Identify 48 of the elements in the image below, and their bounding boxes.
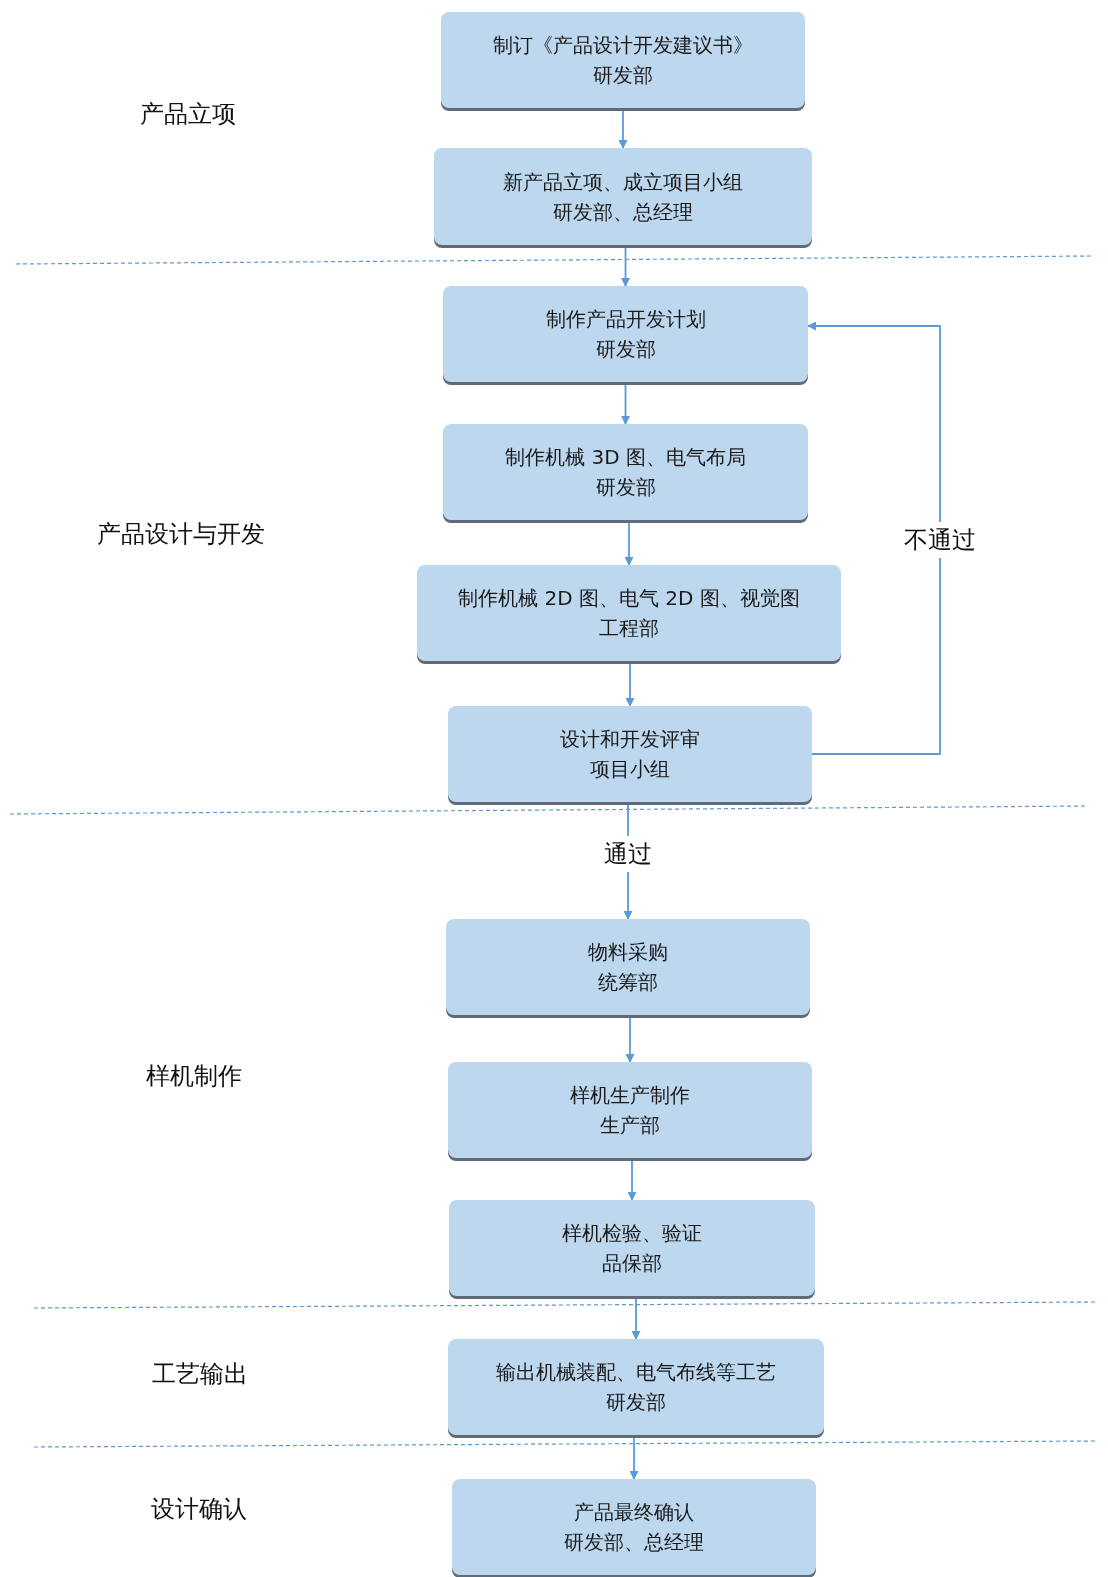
- step-text: 产品最终确认: [574, 1499, 694, 1526]
- department-text: 生产部: [600, 1112, 660, 1139]
- process-box: [448, 1339, 824, 1435]
- step-text: 制作产品开发计划: [545, 306, 706, 333]
- process-box: [452, 1479, 816, 1575]
- step-text: 样机生产制作: [570, 1082, 690, 1109]
- department-text: 项目小组: [590, 756, 670, 783]
- step-text: 制作机械 2D 图、电气 2D 图、视觉图: [458, 585, 800, 612]
- department-text: 研发部、总经理: [553, 198, 693, 226]
- phase-label: 工艺输出: [152, 1359, 248, 1390]
- process-box: [449, 1200, 815, 1296]
- arrow: [624, 522, 634, 566]
- department-text: 统筹部: [598, 969, 658, 996]
- process-box: [417, 565, 841, 661]
- arrow: [627, 1160, 637, 1201]
- step-text: 制作机械 3D 图、电气布局: [505, 444, 746, 471]
- process-box: [441, 12, 805, 108]
- process-box: [443, 286, 808, 382]
- department-text: 品保部: [602, 1250, 662, 1277]
- process-box: [434, 148, 812, 245]
- step-text: 制订《产品设计开发建议书》: [493, 32, 753, 59]
- arrow: [618, 110, 628, 149]
- step-text: 物料采购: [588, 939, 668, 966]
- arrow: [625, 1017, 635, 1063]
- department-text: 研发部: [595, 474, 656, 501]
- phase-label: 产品设计与开发: [97, 519, 265, 550]
- step-text: 新产品立项、成立项目小组: [503, 168, 743, 196]
- phase-label: 设计确认: [151, 1494, 247, 1525]
- arrow: [621, 384, 630, 425]
- process-box: [443, 424, 808, 520]
- department-text: 研发部: [606, 1389, 666, 1416]
- step-text: 样机检验、验证: [562, 1220, 702, 1247]
- arrow: [631, 1298, 641, 1340]
- process-box: [446, 919, 810, 1015]
- arrow: [629, 1437, 639, 1480]
- step-text: 输出机械装配、电气布线等工艺: [496, 1359, 776, 1386]
- process-box: [448, 706, 812, 802]
- department-text: 研发部、总经理: [564, 1529, 704, 1556]
- arrow: [625, 663, 635, 707]
- department-text: 工程部: [599, 615, 659, 642]
- phase-label: 样机制作: [146, 1061, 242, 1092]
- step-text: 设计和开发评审: [560, 726, 700, 753]
- department-text: 研发部: [593, 62, 653, 89]
- phase-label: 产品立项: [140, 99, 236, 130]
- process-box: [448, 1062, 812, 1158]
- arrow: [621, 247, 630, 287]
- arrow: [807, 321, 941, 755]
- department-text: 研发部: [595, 336, 656, 363]
